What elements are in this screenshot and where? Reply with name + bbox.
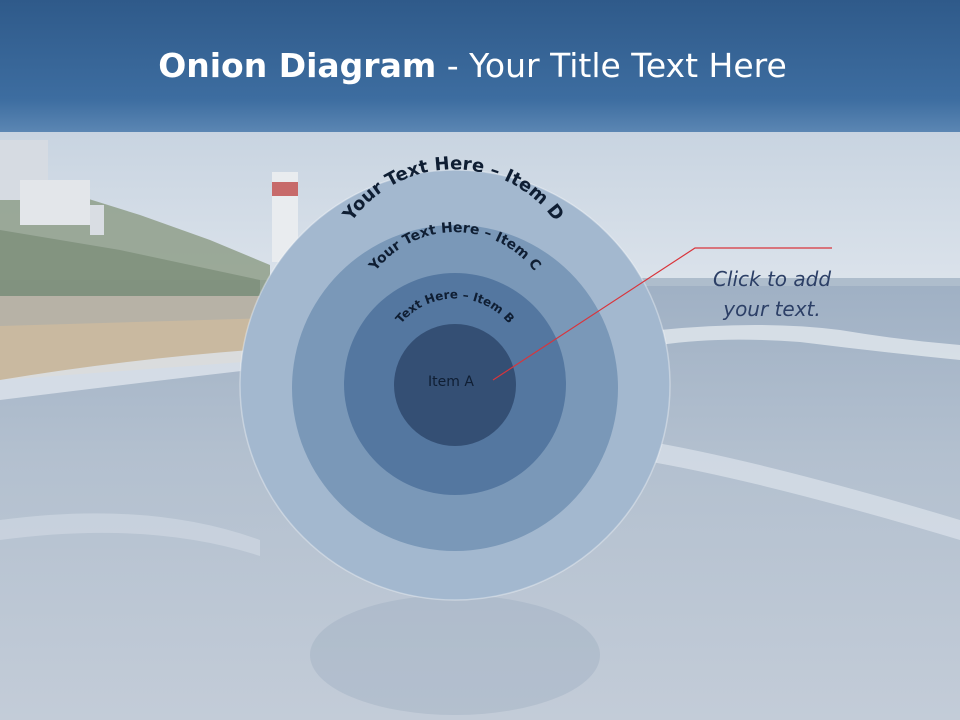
title-bar bbox=[0, 0, 960, 132]
callout-text[interactable]: Click to add your text. bbox=[692, 264, 852, 324]
slide-title[interactable]: Onion Diagram - Your Title Text Here bbox=[0, 46, 945, 85]
title-rest: - Your Title Text Here bbox=[436, 46, 787, 85]
callout-line-2: your text. bbox=[723, 297, 821, 321]
callout-line-1: Click to add bbox=[712, 267, 832, 291]
onion-layer-a[interactable] bbox=[394, 324, 516, 446]
title-bold: Onion Diagram bbox=[158, 46, 437, 85]
item-a-label: Item A bbox=[428, 374, 474, 390]
callout-leader-line bbox=[492, 247, 832, 381]
